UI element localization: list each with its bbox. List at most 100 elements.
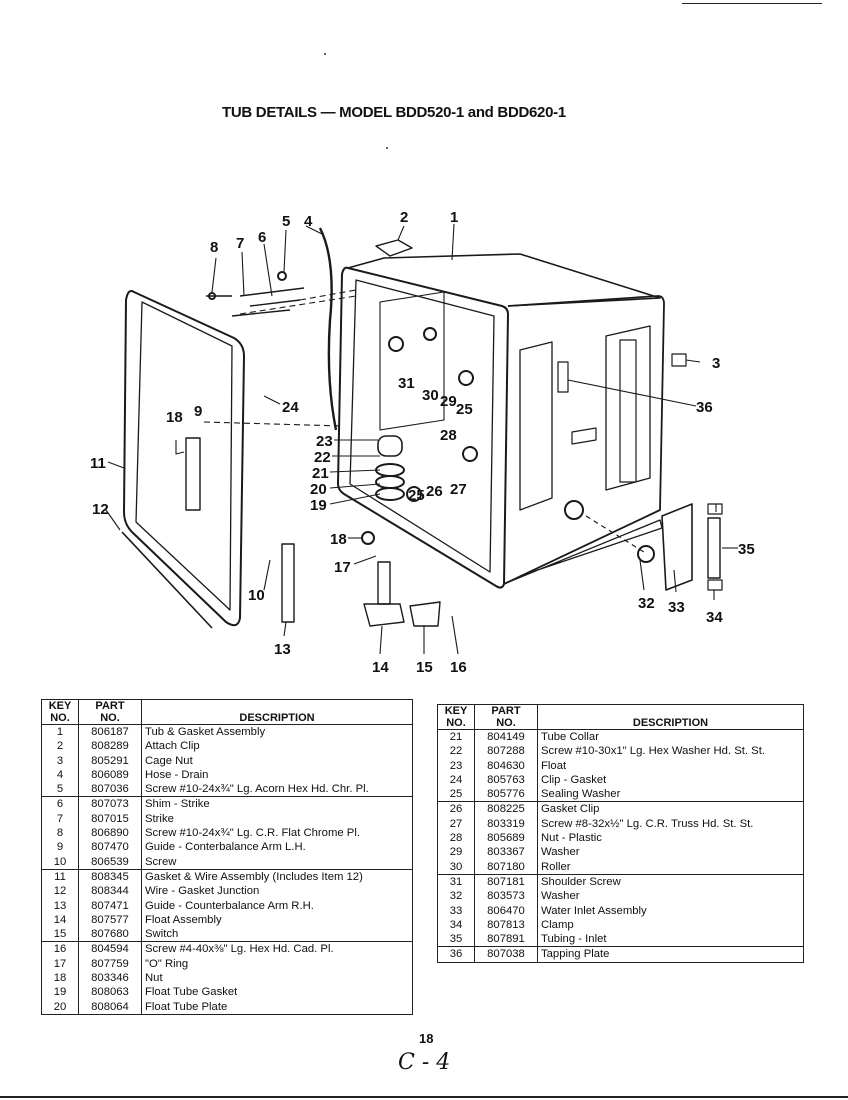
tub-top (347, 253, 661, 307)
key-cell: 27 (437, 816, 475, 832)
key-cell: 14 (41, 912, 79, 928)
key-cell: 36 (437, 946, 475, 963)
callout-4: 4 (304, 213, 313, 230)
description-cell: Screw #10-30x1" Lg. Hex Washer Hd. St. S… (541, 745, 765, 758)
part-number-cell: 808063 (78, 985, 142, 1000)
part-number-cell: 807680 (78, 927, 142, 942)
door-inner (135, 301, 233, 611)
description-cell: Cage Nut (145, 754, 193, 767)
key-cell: 34 (437, 917, 475, 933)
callout-21: 21 (312, 465, 329, 482)
description-cell: Sealing Washer (541, 788, 621, 801)
callout-11: 11 (90, 455, 106, 472)
key-cell: 28 (437, 831, 475, 846)
part-number-cell: 808064 (78, 999, 142, 1015)
part-number-cell: 805763 (474, 772, 538, 788)
description-cell: Clamp (541, 918, 574, 931)
part-number-cell: 808344 (78, 884, 142, 899)
description-cell: Washer (541, 890, 580, 903)
part-number-cell: 805291 (78, 753, 142, 768)
callout-1: 1 (450, 209, 458, 226)
callout-27: 27 (450, 481, 467, 498)
callout-10: 10 (248, 587, 265, 604)
description-cell: Screw #8-32x½" Lg. C.R. Truss Hd. St. St… (541, 817, 754, 830)
description-header: DESCRIPTION (537, 704, 804, 730)
tub-side (503, 295, 665, 585)
key-cell: 23 (437, 758, 475, 773)
key-cell: 15 (41, 927, 79, 942)
part-number-cell: 804630 (474, 758, 538, 773)
callout-17: 17 (334, 559, 351, 576)
callout-29: 29 (440, 393, 457, 410)
part-number-cell: 804149 (474, 729, 538, 745)
description-cell: Roller (541, 860, 571, 873)
key-cell: 6 (41, 796, 79, 812)
description-cell: Screw (145, 855, 177, 868)
callout-numbers: 1 2 3 4 5 6 7 8 9 10 11 12 13 14 15 16 1… (90, 209, 755, 676)
description-cell: Tube Collar (541, 731, 599, 743)
part-number-cell: 808289 (78, 739, 142, 754)
callout-18: 18 (330, 531, 347, 548)
side-recess-2 (605, 325, 651, 491)
part-number-cell: 804594 (78, 941, 142, 957)
key-cell: 2 (41, 739, 79, 754)
description-cell: Tubing - Inlet (541, 933, 607, 946)
part-number-cell: 808225 (474, 801, 538, 817)
callout-6: 6 (258, 229, 266, 246)
key-cell: 16 (41, 941, 79, 957)
key-cell: 17 (41, 956, 79, 972)
part-number-cell: 807181 (474, 873, 538, 890)
callout-20: 20 (310, 481, 327, 498)
side-recess-1 (519, 341, 553, 511)
callout-33: 33 (668, 599, 685, 616)
part-number-cell: 806187 (78, 724, 142, 740)
gasket-wire (121, 531, 213, 629)
key-cell: 18 (41, 971, 79, 986)
key-cell: 25 (437, 787, 475, 802)
callout-16: 16 (450, 659, 467, 676)
callout-36: 36 (696, 399, 713, 416)
description-cell: Guide - Counterbalance Arm R.H. (145, 899, 314, 912)
part-number-cell: 803367 (474, 845, 538, 860)
callout-12: 12 (92, 501, 109, 518)
part-number-cell: 806890 (78, 826, 142, 841)
description-cell: Float Tube Gasket (145, 986, 238, 999)
key-cell: 3 (41, 753, 79, 768)
part-number-cell: 808345 (78, 868, 142, 885)
description-cell: Gasket & Wire Assembly (Includes Item 12… (141, 868, 413, 885)
page-title: TUB DETAILS — MODEL BDD520-1 and BDD620-… (222, 104, 566, 121)
key-cell: 5 (41, 782, 79, 797)
drain-hose (318, 227, 338, 431)
part-number-cell: 807180 (474, 859, 538, 875)
callout-18b: 18 (166, 409, 183, 426)
key-cell: 29 (437, 845, 475, 860)
callout-7: 7 (236, 235, 244, 252)
tub-base (503, 519, 663, 585)
callout-24: 24 (282, 399, 299, 416)
key-cell: 22 (437, 744, 475, 759)
part-number-cell: 803573 (474, 889, 538, 904)
